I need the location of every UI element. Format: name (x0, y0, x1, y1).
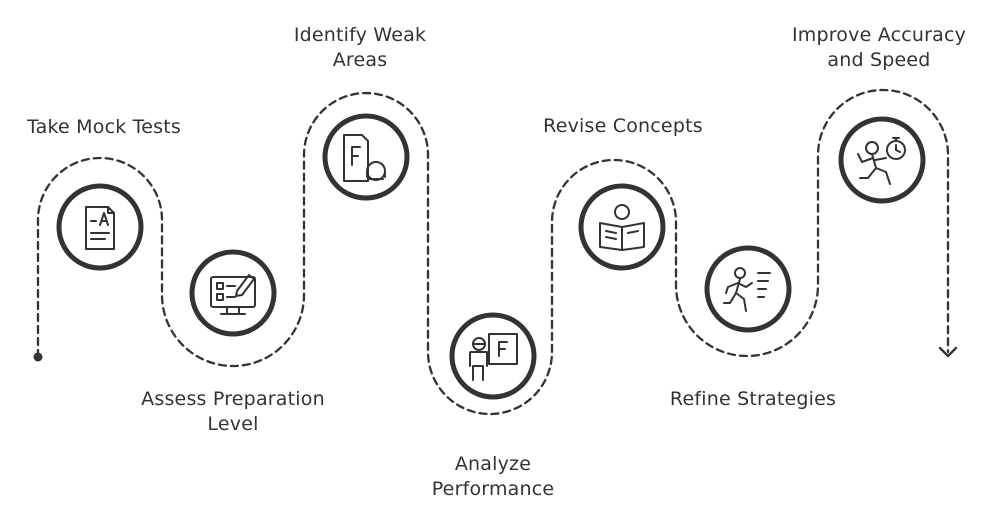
step-1-node (56, 183, 144, 271)
step-5-node (578, 183, 666, 271)
step-2-label-line-1: Assess Preparation (141, 388, 325, 410)
step-4-label-line-1: Analyze (454, 453, 532, 475)
step-5-label: Revise Concepts (543, 114, 703, 139)
path-start-dot (33, 352, 43, 362)
step-3-label-line-1: Identify Weak (293, 24, 427, 46)
step-6-node (704, 245, 792, 333)
step-6-label-line-1: Refine Strategies (669, 388, 837, 410)
exam-paper-icon (85, 206, 115, 250)
step-4-node (449, 312, 537, 400)
step-4-label: Analyze Performance (432, 452, 555, 502)
failed-grade-icon (343, 134, 386, 182)
step-6-label: Refine Strategies (670, 387, 836, 412)
step-2-node (189, 249, 277, 337)
step-3-label: Identify Weak Areas (294, 23, 426, 73)
step-2-label: Assess Preparation Level (141, 387, 325, 437)
step-7-label-line-1: Improve Accuracy (791, 24, 967, 46)
step-4-label-line-2: Performance (431, 478, 555, 500)
running-plan-icon (723, 267, 771, 312)
step-3-node (322, 113, 410, 201)
path-end-arrow-icon (938, 346, 958, 358)
step-1-label: Take Mock Tests (27, 115, 181, 140)
checklist-monitor-icon (210, 274, 256, 315)
step-2-label-line-2: Level (207, 413, 259, 435)
step-7-label: Improve Accuracy and Speed (792, 23, 966, 73)
stopwatch-runner-icon (857, 137, 906, 185)
serpentine-path (36, 88, 950, 416)
step-7-node (838, 116, 926, 204)
teacher-board-icon (469, 333, 518, 381)
step-5-label-line-1: Revise Concepts (543, 115, 703, 137)
step-3-label-line-2: Areas (332, 49, 388, 71)
reading-book-icon (599, 204, 645, 251)
step-1-label-line-1: Take Mock Tests (27, 116, 181, 138)
step-7-label-line-2: and Speed (827, 49, 931, 71)
